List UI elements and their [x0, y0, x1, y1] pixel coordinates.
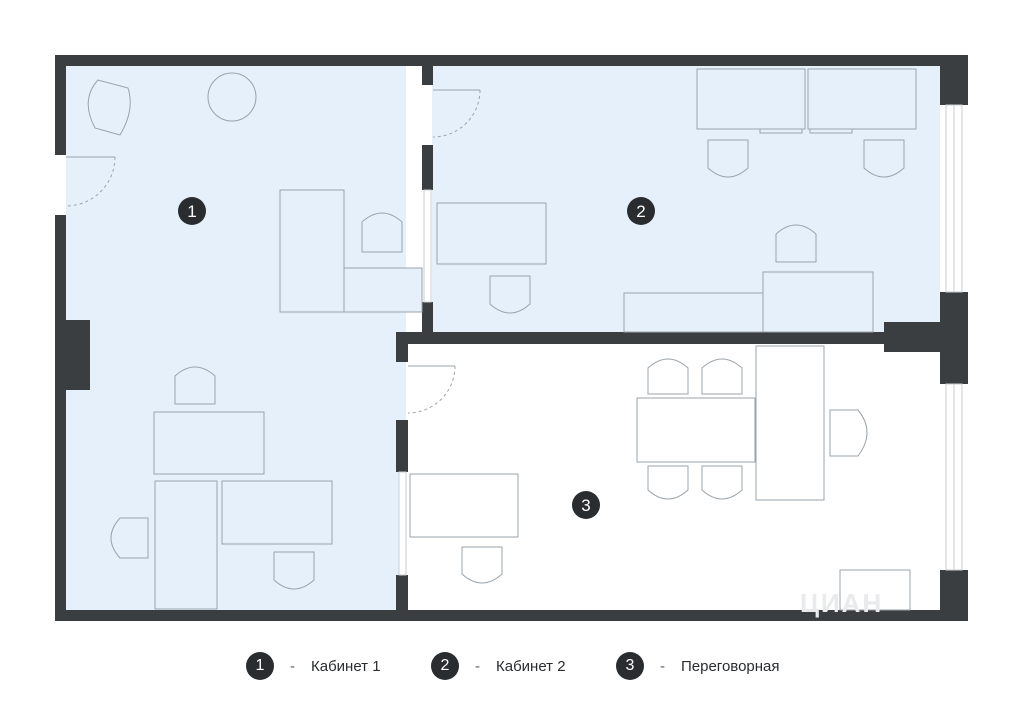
room-badge-3: 3: [572, 491, 600, 519]
legend-badge-1: 1: [246, 652, 274, 680]
doors: [65, 89, 481, 414]
legend-separator: -: [660, 657, 665, 675]
furniture-room-3: [409, 345, 911, 611]
legend-item-3: 3 - Переговорная: [616, 650, 780, 682]
legend-item-1: 1 - Кабинет 1: [246, 650, 381, 682]
legend-badge-2: 2: [431, 652, 459, 680]
svg-text:2: 2: [636, 202, 645, 221]
svg-text:1: 1: [187, 202, 196, 221]
legend-separator: -: [475, 657, 480, 675]
furniture-room-2: [436, 68, 917, 333]
legend-item-2: 2 - Кабинет 2: [431, 650, 566, 682]
windows: [398, 104, 963, 576]
walls: [55, 55, 968, 621]
legend-label-3: Переговорная: [681, 657, 780, 675]
legend-label-2: Кабинет 2: [496, 657, 566, 675]
furniture-room-1: [87, 72, 423, 610]
floor-plan: ЦИАН 1 2 3: [55, 55, 968, 621]
legend-badge-3: 3: [616, 652, 644, 680]
watermark: ЦИАН: [800, 588, 883, 618]
legend-label-1: Кабинет 1: [311, 657, 381, 675]
svg-text:3: 3: [581, 496, 590, 515]
room-badge-1: 1: [178, 197, 206, 225]
room-badge-2: 2: [627, 197, 655, 225]
legend-separator: -: [290, 657, 295, 675]
